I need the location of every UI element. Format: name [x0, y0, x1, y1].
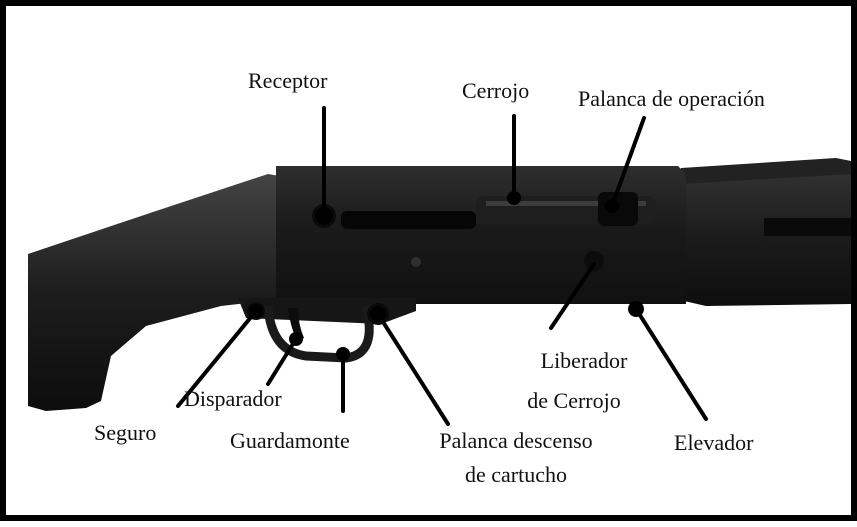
barrel-rib [681, 158, 851, 184]
label-receptor: Receptor [248, 68, 328, 93]
leader-elevador [634, 307, 708, 421]
dot-receptor [315, 207, 333, 225]
dot-guardamonte [336, 347, 350, 361]
trigger-guard-shape [263, 304, 374, 363]
trigger-shape [288, 308, 304, 341]
dot-elevador [628, 301, 644, 317]
leader-palanca-operacion [610, 116, 646, 208]
dot-seguro [249, 304, 263, 318]
label-disparador: Disparador [184, 386, 282, 411]
stock [28, 174, 291, 411]
label-cerrojo: Cerrojo [462, 78, 530, 103]
label-palanca-descenso-1: Palanca descenso [439, 428, 593, 453]
dot-disparador [289, 332, 303, 346]
leader-lines [176, 106, 708, 426]
label-palanca-operacion: Palanca de operación [578, 86, 765, 111]
label-seguro: Seguro [94, 420, 157, 445]
leader-liberador [549, 262, 596, 330]
leader-palanca-descenso [376, 312, 450, 426]
receiver-screw [411, 257, 421, 267]
label-elevador: Elevador [674, 430, 754, 455]
receiver-body [276, 166, 686, 306]
leader-endpoints [249, 191, 644, 361]
dot-palanca-descenso [370, 306, 386, 322]
label-guardamonte: Guardamonte [230, 428, 350, 453]
bolt-highlight [486, 201, 646, 206]
bolt-release-shape [584, 251, 604, 271]
leader-disparador [266, 337, 298, 386]
dot-palanca-operacion [605, 199, 619, 213]
leader-seguro [176, 309, 258, 408]
dot-cerrojo [507, 191, 521, 205]
forend-slot [764, 218, 851, 236]
bolt-slot [341, 211, 476, 229]
shotgun-receiver-image [28, 106, 851, 426]
barrel-forend [671, 168, 851, 306]
label-liberador-2: de Cerrojo [527, 388, 621, 413]
label-liberador-1: Liberador [540, 348, 628, 373]
label-palanca-descenso-2: de cartucho [465, 462, 567, 487]
